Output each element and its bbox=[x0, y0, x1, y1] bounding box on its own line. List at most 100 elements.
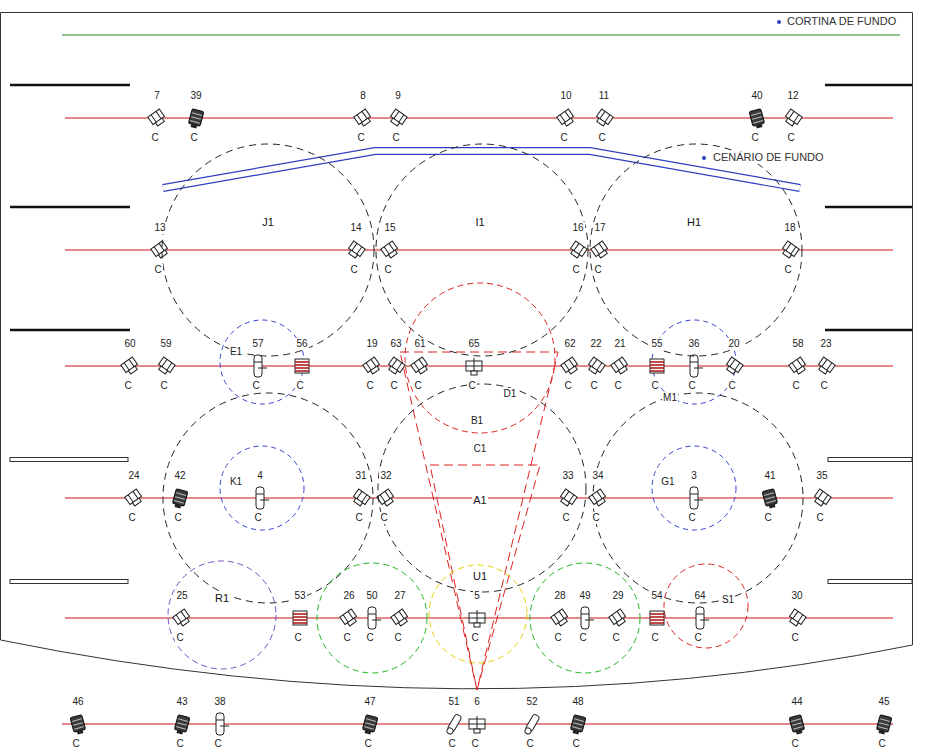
lighting-fixture bbox=[354, 109, 373, 128]
focus-area: U1 bbox=[428, 564, 528, 664]
lighting-fixture bbox=[561, 357, 580, 376]
wing-leg bbox=[10, 329, 130, 332]
stage-apron bbox=[1, 640, 913, 689]
fixture-number: 51 bbox=[447, 696, 460, 708]
area-label: C1 bbox=[473, 443, 488, 455]
fixture-number: 58 bbox=[791, 338, 804, 350]
wing-flat bbox=[828, 580, 912, 584]
fixture-circuit: C bbox=[153, 264, 162, 276]
fixture-circuit: C bbox=[354, 512, 363, 524]
fixture-number: 12 bbox=[786, 90, 799, 102]
area-outline bbox=[161, 143, 375, 357]
fixture-circuit: C bbox=[613, 380, 622, 392]
lighting-fixture bbox=[586, 357, 605, 376]
area-label: A1 bbox=[472, 494, 487, 507]
fixture-circuit: C bbox=[561, 512, 570, 524]
focus-circle bbox=[405, 283, 555, 433]
fixture-circuit: C bbox=[611, 632, 620, 644]
focus-area: I1 bbox=[375, 143, 589, 357]
lighting-fixture bbox=[362, 715, 378, 735]
fixture-circuit: C bbox=[763, 512, 772, 524]
fixture-number: 33 bbox=[561, 470, 574, 482]
lighting-fixture bbox=[363, 357, 382, 376]
fixture-number: 60 bbox=[123, 338, 136, 350]
focus-circle bbox=[652, 320, 736, 404]
area-circle bbox=[378, 384, 586, 592]
fixture-circuit: C bbox=[786, 132, 795, 144]
fixture-circuit: C bbox=[391, 132, 400, 144]
fixture-number: 14 bbox=[349, 222, 362, 234]
fixture-circuit: C bbox=[127, 512, 136, 524]
fixture-number: 17 bbox=[593, 222, 606, 234]
area-circle bbox=[429, 565, 527, 663]
beam-triangle bbox=[430, 465, 540, 690]
fixture-circuit: C bbox=[815, 512, 824, 524]
lighting-bar bbox=[65, 250, 893, 251]
lighting-fixture bbox=[295, 359, 309, 373]
fixture-number: 10 bbox=[559, 90, 572, 102]
wing-flat bbox=[10, 458, 128, 462]
lighting-fixture bbox=[368, 607, 381, 629]
focus-circle bbox=[220, 320, 304, 404]
lighting-fixture bbox=[256, 487, 269, 509]
lighting-fixture bbox=[351, 489, 370, 508]
focus-circle bbox=[163, 393, 373, 603]
fixture-number: 39 bbox=[189, 90, 202, 102]
fixture-number: 29 bbox=[611, 590, 624, 602]
fixture-number: 61 bbox=[413, 338, 426, 350]
fixture-number: 25 bbox=[175, 590, 188, 602]
fixture-circuit: C bbox=[593, 264, 602, 276]
fixture-number: 22 bbox=[589, 338, 602, 350]
fixture-number: 35 bbox=[815, 470, 828, 482]
lighting-fixture bbox=[570, 715, 586, 735]
fixture-circuit: C bbox=[356, 132, 365, 144]
lighting-fixture bbox=[650, 611, 664, 625]
back-scenery bbox=[163, 151, 800, 188]
fixture-circuit: C bbox=[571, 738, 580, 750]
lighting-fixture bbox=[411, 357, 430, 376]
lighting-fixture bbox=[174, 715, 190, 735]
fixture-circuit: C bbox=[727, 380, 736, 392]
fixture-number: 6 bbox=[473, 696, 481, 708]
fixture-circuit: C bbox=[589, 380, 598, 392]
fixture-circuit: C bbox=[559, 132, 568, 144]
lighting-fixture bbox=[789, 357, 808, 376]
fixture-number: 40 bbox=[750, 90, 763, 102]
fixture-circuit: C bbox=[365, 632, 374, 644]
fixture-number: 13 bbox=[153, 222, 166, 234]
fixture-number: 53 bbox=[293, 590, 306, 602]
fixture-number: 48 bbox=[571, 696, 584, 708]
area-label: J1 bbox=[261, 216, 275, 229]
fixture-number: 44 bbox=[790, 696, 803, 708]
fixture-number: 11 bbox=[598, 90, 610, 102]
beam-triangles bbox=[400, 352, 558, 690]
fixture-number: 4 bbox=[256, 470, 264, 482]
focus-area: J1 bbox=[161, 143, 375, 357]
focus-circle bbox=[664, 564, 748, 648]
fixture-number: 47 bbox=[363, 696, 376, 708]
fixture-circuit: C bbox=[819, 380, 828, 392]
focus-circle bbox=[317, 563, 427, 673]
stage-frame bbox=[1, 13, 913, 689]
fixture-circuit: C bbox=[553, 632, 562, 644]
lighting-fixture bbox=[876, 715, 892, 735]
lighting-fixture bbox=[783, 109, 802, 128]
area-label: I1 bbox=[474, 216, 485, 229]
lighting-fixture bbox=[816, 357, 835, 376]
lighting-fixture bbox=[812, 489, 831, 508]
lighting-fixture bbox=[780, 241, 799, 260]
area-circle bbox=[376, 144, 588, 356]
fixture-circuit: C bbox=[379, 512, 388, 524]
fixture-number: 7 bbox=[153, 90, 161, 102]
fixture-number: 62 bbox=[563, 338, 576, 350]
fixture-circuit: C bbox=[571, 264, 580, 276]
stage-outline bbox=[1, 13, 913, 646]
fixture-number: 64 bbox=[693, 590, 706, 602]
lighting-fixture bbox=[466, 358, 482, 375]
focus-area: R1 bbox=[167, 560, 277, 670]
lighting-fixture bbox=[568, 241, 587, 260]
lighting-fixture bbox=[216, 713, 229, 735]
fixture-circuit: C bbox=[393, 632, 402, 644]
area-label: U1 bbox=[472, 570, 488, 583]
fixture-circuit: C bbox=[365, 380, 374, 392]
